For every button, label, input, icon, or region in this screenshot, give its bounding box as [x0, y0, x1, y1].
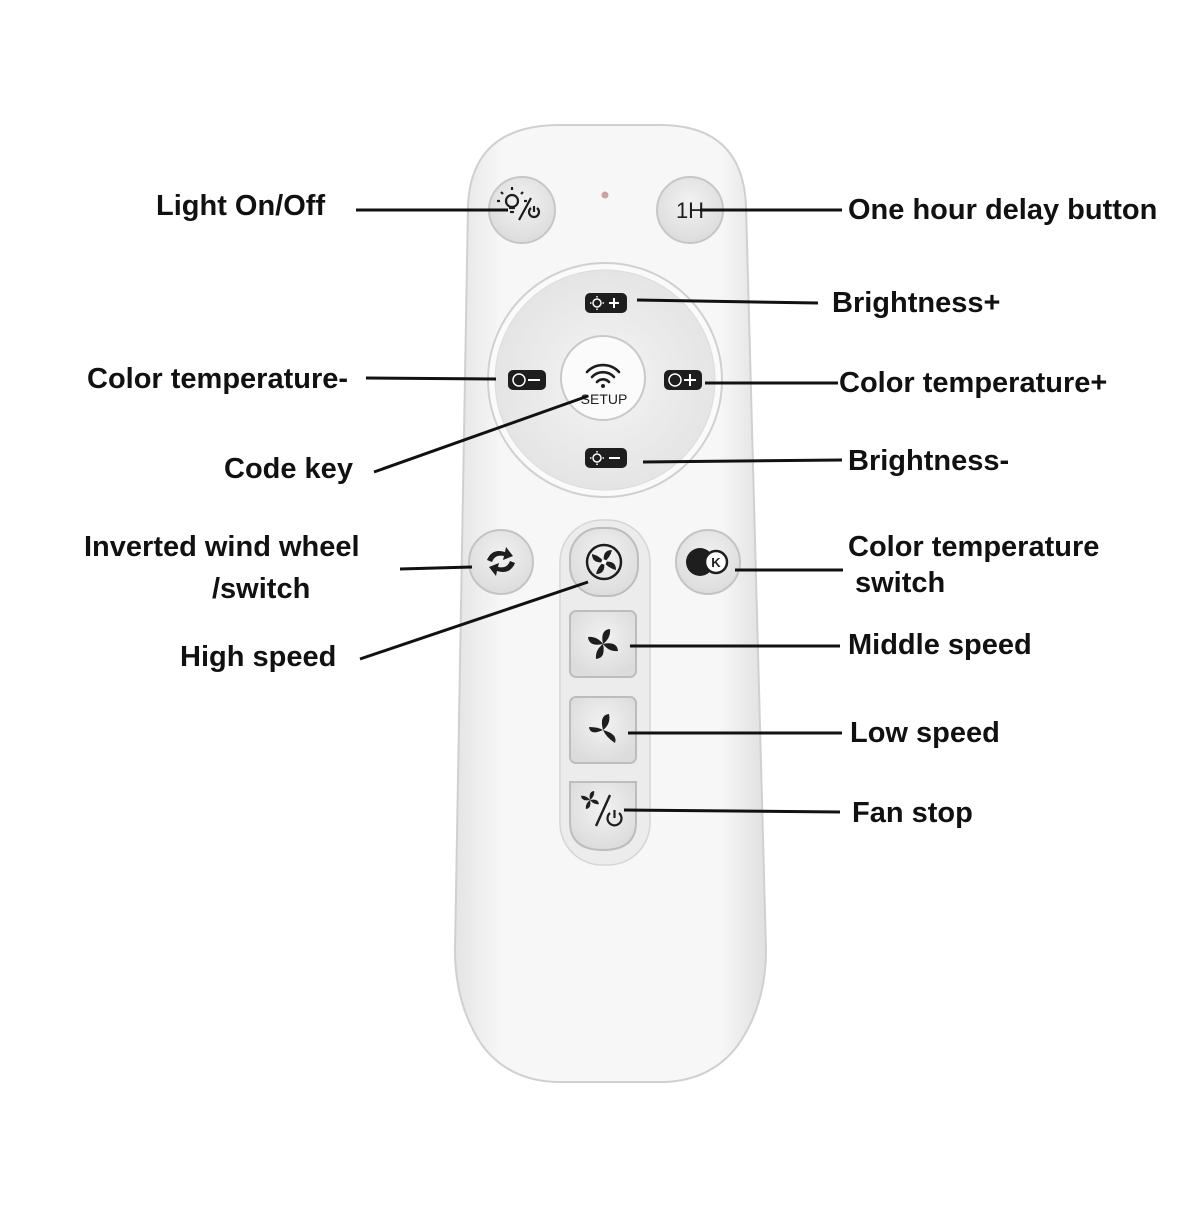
color-temperature-plus-button[interactable] — [664, 370, 702, 390]
callout-color-temp-plus: Color temperature+ — [839, 367, 1108, 399]
fan-icon — [585, 543, 623, 581]
color-temperature-minus-button[interactable] — [508, 370, 546, 390]
indicator-led — [601, 191, 609, 199]
middle-speed-button[interactable] — [569, 610, 637, 678]
leader-brightness-plus — [636, 298, 819, 305]
color-temperature-switch-button[interactable]: K — [675, 529, 741, 595]
brightness-minus-button[interactable] — [585, 448, 627, 468]
brightness-plus-button[interactable] — [585, 293, 627, 313]
code-key-button[interactable]: SETUP — [560, 335, 646, 421]
sun-plus-icon — [590, 296, 619, 310]
callout-brightness-minus: Brightness- — [848, 445, 1010, 477]
one-hour-delay-button[interactable]: 1H — [656, 176, 724, 244]
fan-power-icon — [581, 791, 623, 827]
delay-button-text: 1H — [676, 198, 704, 223]
inverted-wind-wheel-button[interactable] — [468, 529, 534, 595]
k-minus-icon — [512, 373, 540, 387]
callout-color-temp-switch-line1: Color temperature — [848, 531, 1100, 563]
callout-low-speed: Low speed — [850, 717, 1000, 749]
callout-color-temp-switch-line2: switch — [855, 567, 946, 599]
callout-one-hour-delay: One hour delay button — [848, 194, 1158, 226]
leader-code-key — [373, 394, 589, 474]
callout-fan-stop: Fan stop — [852, 797, 973, 829]
fan-button-track — [559, 519, 651, 866]
callout-inverted-wind-line1: Inverted wind wheel — [84, 531, 360, 563]
fan-stop-button[interactable] — [569, 781, 637, 852]
bulb-power-icon — [497, 187, 541, 221]
k-circle-icon: K — [686, 548, 729, 576]
k-plus-icon — [668, 373, 696, 387]
wifi-icon — [585, 363, 621, 388]
leader-high-speed — [359, 580, 589, 661]
fan-icon — [588, 629, 618, 659]
svg-text:K: K — [711, 555, 721, 570]
code-key-text: SETUP — [581, 391, 628, 407]
fan-icon — [589, 714, 616, 743]
leader-fan-stop — [623, 808, 841, 814]
leader-lines — [356, 208, 843, 814]
leader-color-temp-minus — [365, 376, 497, 381]
rotate-arrows-icon — [487, 547, 515, 576]
callout-high-speed: High speed — [180, 641, 337, 673]
callout-middle-speed: Middle speed — [848, 629, 1032, 661]
callout-inverted-wind-line2: /switch — [212, 573, 311, 605]
high-speed-button[interactable] — [569, 527, 639, 597]
sun-minus-icon — [590, 451, 620, 465]
callout-light-on-off: Light On/Off — [156, 190, 326, 222]
low-speed-button[interactable] — [569, 696, 637, 764]
leader-inverted-wind — [399, 565, 473, 571]
callout-code-key: Code key — [224, 453, 353, 485]
leader-brightness-minus — [642, 458, 843, 464]
callout-color-temp-minus: Color temperature- — [87, 363, 349, 395]
callout-brightness-plus: Brightness+ — [832, 287, 1001, 319]
